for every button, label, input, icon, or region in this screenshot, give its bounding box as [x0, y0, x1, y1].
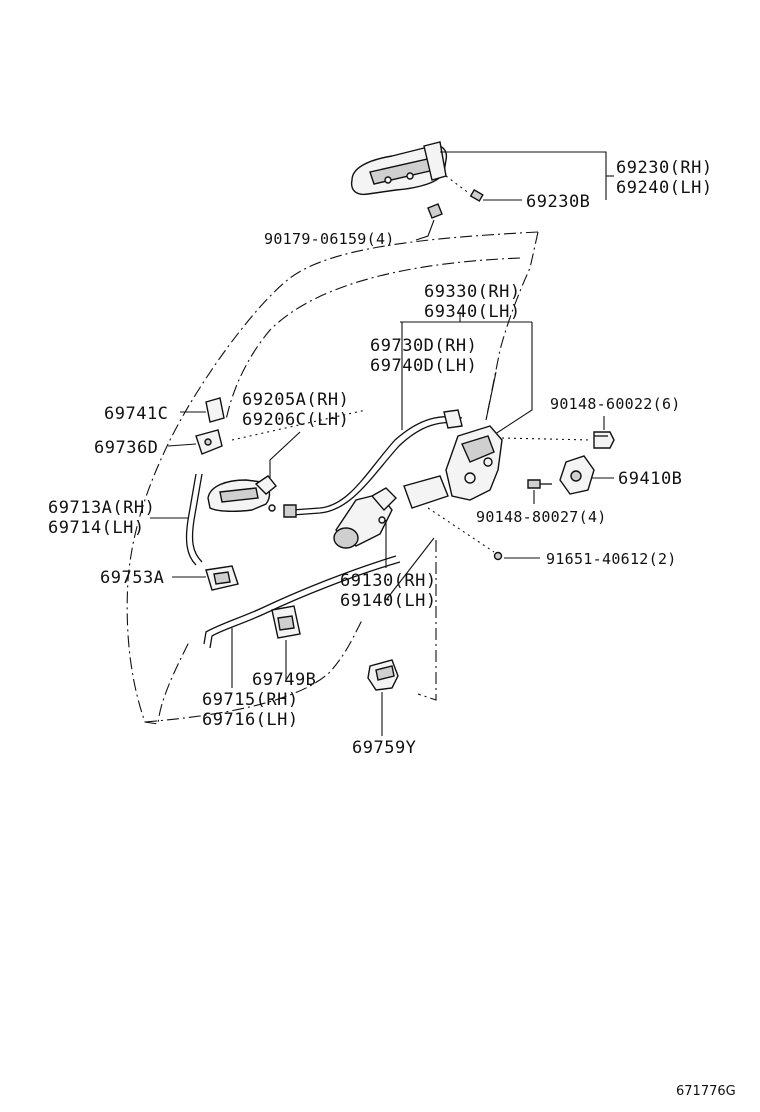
label-69206c-lh: 69206C(LH)	[242, 410, 350, 430]
label-69130-rh: 69130(RH)	[340, 571, 437, 591]
door-lock-part	[333, 425, 503, 549]
label-69715-rh: 69715(RH)	[202, 690, 299, 710]
label-91651-40612: 91651-40612(2)	[546, 550, 677, 568]
leader-69330	[400, 312, 533, 441]
bezel-69736d-part	[167, 429, 223, 455]
cover-69741c-part	[180, 397, 225, 423]
screw-90148-80027-part	[527, 479, 552, 504]
label-69713a-rh: 69713A(RH)	[48, 498, 156, 518]
label-69714-lh: 69714(LH)	[48, 518, 145, 538]
outside-handle-part	[350, 141, 448, 196]
rod-69713a-part	[150, 473, 203, 566]
label-69741c: 69741C	[104, 404, 169, 424]
bolt-90179-part	[415, 203, 443, 241]
diagram-code: 671776G	[676, 1084, 736, 1099]
lock-cable-part	[268, 409, 463, 518]
label-90148-60022: 90148-60022(6)	[550, 395, 681, 413]
screw-91651-part	[427, 507, 540, 561]
label-90179-06159: 90179-06159(4)	[264, 230, 395, 248]
striker-69410b-part	[559, 455, 614, 495]
label-69205a-rh: 69205A(RH)	[242, 390, 350, 410]
label-69716-lh: 69716(LH)	[202, 710, 299, 730]
inside-handle-part	[207, 409, 367, 513]
leader-69230	[440, 151, 614, 200]
door-outline	[126, 231, 539, 725]
label-69730d-rh: 69730D(RH)	[370, 336, 478, 356]
label-69330-rh: 69330(RH)	[424, 282, 521, 302]
label-69740d-lh: 69740D(LH)	[370, 356, 478, 376]
bolt-90148-60022-part	[501, 416, 615, 449]
label-69749b: 69749B	[252, 670, 317, 690]
label-69753a: 69753A	[100, 568, 165, 588]
cushion-69759y-part	[367, 659, 399, 736]
label-90148-80027: 90148-80027(4)	[476, 508, 607, 526]
label-69736d: 69736D	[94, 438, 159, 458]
label-69759y: 69759Y	[352, 738, 417, 758]
clip-69753a-part	[172, 565, 239, 591]
leader-69130	[385, 520, 435, 601]
clip-69749b-part	[271, 605, 301, 680]
label-69410b: 69410B	[618, 469, 683, 489]
label-69340-lh: 69340(LH)	[424, 302, 521, 322]
label-69230b: 69230B	[526, 192, 591, 212]
label-69240-lh: 69240(LH)	[616, 178, 713, 198]
screw-69230b-part	[469, 188, 522, 202]
label-69230-rh: 69230(RH)	[616, 158, 713, 178]
label-69140-lh: 69140(LH)	[340, 591, 437, 611]
